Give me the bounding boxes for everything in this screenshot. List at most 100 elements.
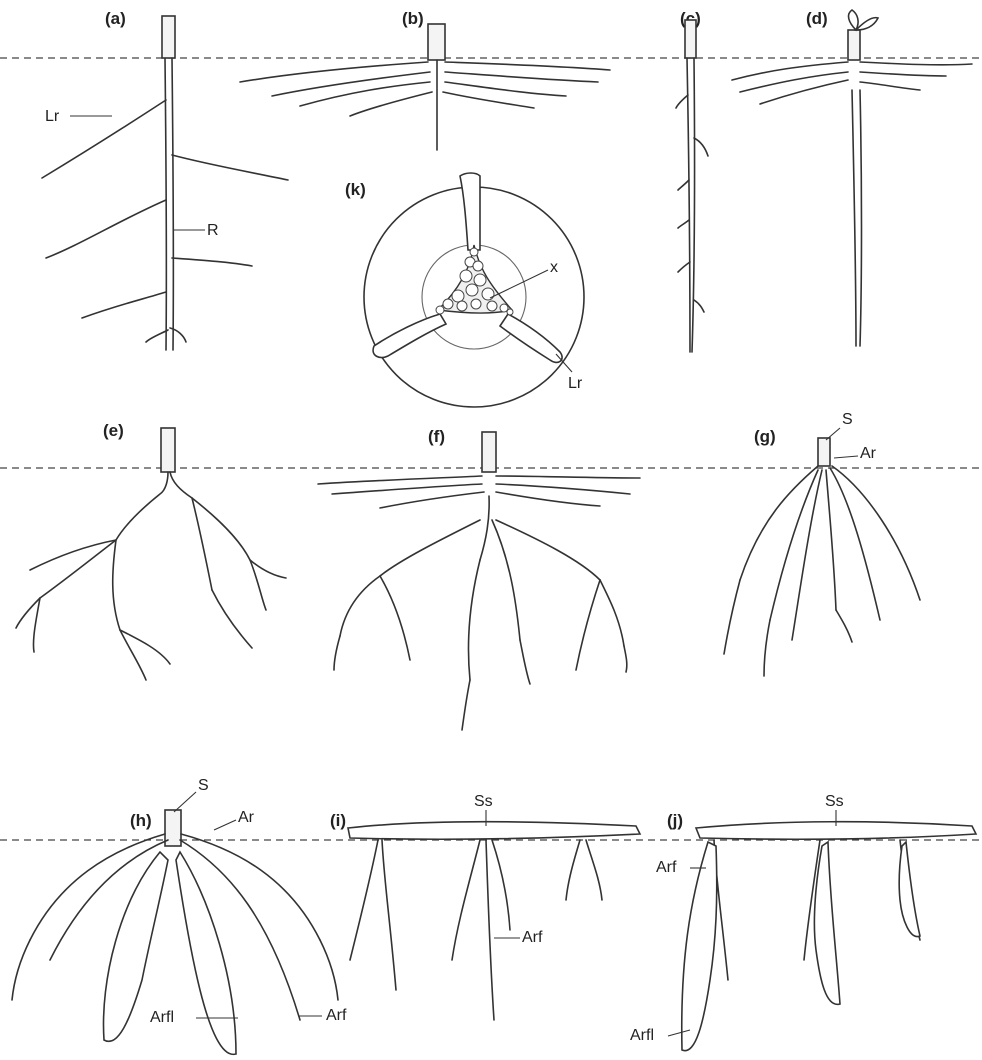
lateral-c-4 — [678, 220, 689, 228]
root-b-l4 — [350, 92, 432, 116]
root-f-r2 — [496, 484, 630, 494]
fibrous-root-i-4 — [486, 840, 494, 1020]
root-f-b1 — [380, 520, 480, 576]
root-f-b4 — [334, 636, 340, 670]
root-f-b2 — [340, 576, 380, 636]
panel-label-g: (g) — [754, 427, 776, 446]
root-e-main — [116, 472, 168, 540]
panel-f: (f) — [318, 427, 640, 730]
callout-ar-h: Ar — [238, 809, 255, 826]
panel-b: (b) — [240, 9, 610, 150]
root-b-r4 — [443, 92, 534, 108]
taproot-a-edge — [172, 58, 173, 350]
storage-root-j-1 — [682, 842, 717, 1051]
root-d-r1 — [860, 62, 972, 65]
root-f-l3 — [380, 492, 484, 508]
stem-c — [685, 20, 696, 58]
storage-root-j-3 — [899, 842, 920, 937]
panel-label-k: (k) — [345, 180, 366, 199]
root-f-b11 — [624, 646, 627, 672]
taproot-d — [852, 90, 856, 346]
panel-g: (g) S Ar — [724, 411, 920, 676]
root-d-l1 — [732, 62, 848, 80]
adv-root-h-6 — [320, 940, 338, 1000]
leader-s-h — [174, 792, 196, 812]
panel-label-f: (f) — [428, 427, 445, 446]
callout-arfl-h: Arfl — [150, 1009, 174, 1026]
adv-root-g-4 — [826, 470, 836, 610]
leader-ar-h — [214, 820, 236, 830]
panel-label-i: (i) — [330, 811, 346, 830]
fibrous-root-i-1 — [350, 840, 378, 960]
root-f-r3 — [496, 492, 600, 506]
root-e-b4 — [30, 540, 116, 570]
fibrous-root-i-7 — [586, 840, 602, 900]
fibrous-root-i-3 — [452, 840, 480, 960]
lateral-a-3 — [46, 200, 166, 258]
panel-label-a: (a) — [105, 9, 126, 28]
adv-root-g-2 — [770, 470, 818, 620]
callout-arf-h: Arf — [326, 1007, 347, 1024]
root-b-r1 — [445, 62, 610, 70]
taproot-c-edge — [692, 58, 695, 352]
callout-arf-i: Arf — [522, 929, 543, 946]
panel-e: (e) — [16, 421, 286, 680]
panel-j: (j) Ss Arf Arfl — [630, 793, 976, 1051]
callout-lr-k: Lr — [568, 375, 583, 392]
lateral-a-1 — [42, 100, 166, 178]
root-f-main — [480, 496, 489, 560]
lateral-c-6 — [694, 300, 704, 312]
adv-root-g-8 — [764, 620, 770, 676]
root-f-b8 — [520, 640, 530, 684]
leader-ar-g — [834, 456, 858, 458]
callout-arfl-j: Arfl — [630, 1027, 654, 1044]
callout-ar-g: Ar — [860, 445, 877, 462]
fibrous-root-i-6 — [566, 840, 580, 900]
taproot-a — [165, 58, 166, 350]
root-e-b8 — [212, 590, 252, 648]
lateral-a-2 — [172, 155, 288, 180]
panel-k: (k) x Lr — [345, 173, 584, 407]
root-d-r3 — [860, 82, 920, 90]
stem-g — [818, 438, 830, 466]
lateral-c-2 — [694, 138, 708, 156]
root-f-b3 — [380, 576, 410, 660]
stem-b — [428, 24, 445, 60]
callout-arf-j: Arf — [656, 859, 677, 876]
seedling-leaf-2 — [856, 18, 878, 30]
callout-x-k: x — [550, 259, 558, 276]
panel-i: (i) Ss Arf — [330, 793, 640, 1020]
adv-root-g-9 — [836, 610, 852, 642]
panel-c: (c) — [676, 9, 708, 352]
callout-s-g: S — [842, 411, 853, 428]
root-b-r3 — [445, 82, 566, 96]
lateral-a-4 — [172, 258, 252, 266]
lateral-c-3 — [678, 180, 689, 190]
seedling-leaf-1 — [849, 10, 859, 30]
root-e-main-right — [170, 472, 250, 560]
storage-root-j-2 — [814, 842, 840, 1004]
root-b-l3 — [300, 82, 430, 106]
taproot-c — [687, 58, 690, 352]
root-d-r2 — [860, 72, 946, 76]
root-e-b2 — [113, 540, 120, 630]
panel-d: (d) — [732, 9, 972, 346]
taproot-d-edge — [860, 90, 862, 346]
root-f-b7 — [492, 520, 520, 640]
root-b-r2 — [445, 72, 598, 82]
lateral-a-5 — [82, 292, 166, 318]
panel-label-h: (h) — [130, 811, 152, 830]
lateral-c-5 — [678, 262, 690, 272]
adv-root-g-6 — [832, 466, 920, 600]
callout-lr-a: Lr — [45, 108, 60, 125]
root-f-l2 — [332, 484, 482, 494]
root-b-l1 — [240, 62, 428, 82]
adv-root-g-7 — [724, 580, 740, 654]
stem-d — [848, 30, 860, 60]
panel-h: (h) S Ar Arfl Arf — [12, 777, 347, 1054]
storage-root-h-right — [176, 852, 236, 1054]
root-f-b10 — [600, 580, 624, 646]
fibrous-root-i-5 — [492, 840, 510, 930]
callout-r-a: R — [207, 222, 219, 239]
